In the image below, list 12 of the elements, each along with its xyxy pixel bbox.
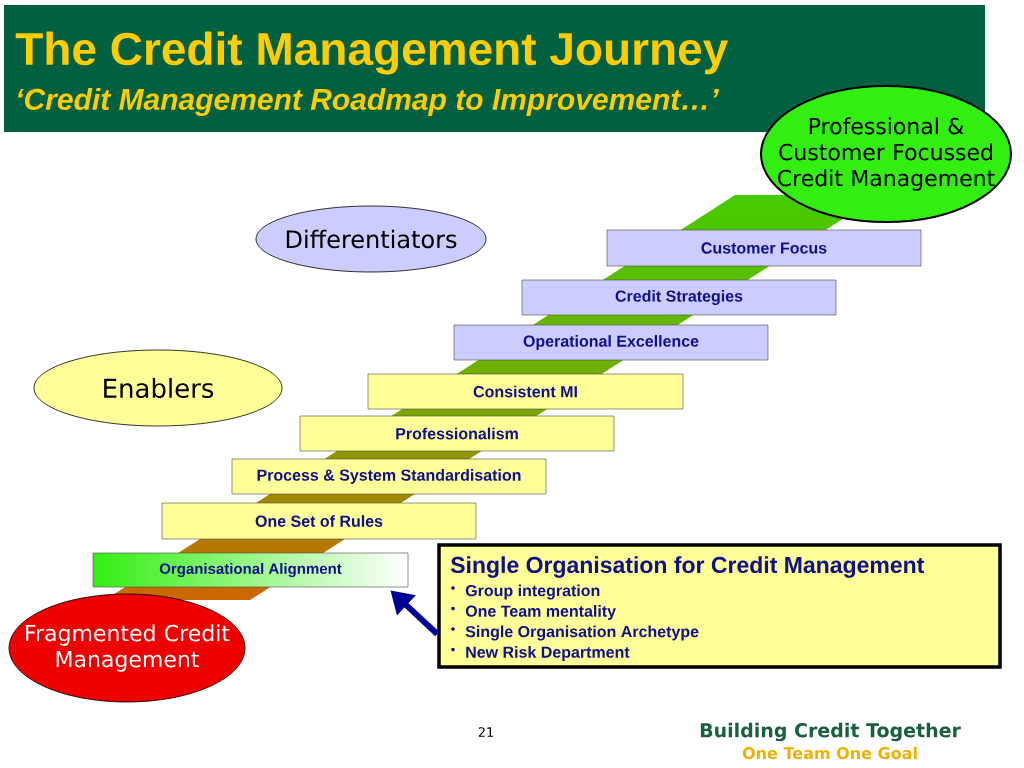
text-panel: Single Organisation for Credit Management Group integration One Team mentality Single Organisation Archetype New Risk Department — [437, 543, 1002, 669]
step-box: Operational Excellence — [453, 324, 769, 361]
step-box: Credit Strategies — [521, 279, 837, 316]
step-box: Organisational Alignment — [92, 552, 409, 588]
step-box: Professionalism — [299, 415, 615, 452]
step-box: Consistent MI — [367, 373, 684, 410]
step-box: One Set of Rules — [161, 502, 477, 540]
slogan: One Team One Goal — [742, 746, 917, 760]
slogan: Building Credit Together — [700, 722, 961, 742]
step-box: Customer Focus — [606, 229, 922, 267]
step-box: Process & System Standardisation — [231, 458, 547, 495]
page-number: 21 — [478, 727, 494, 737]
